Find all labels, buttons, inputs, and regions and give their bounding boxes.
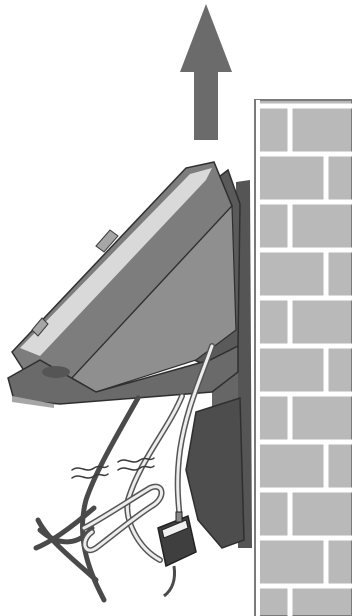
cord-break-mark: [72, 466, 108, 470]
brick-wall: [255, 100, 352, 616]
power-adapter: [158, 512, 196, 596]
cord-break-mark: [72, 474, 108, 478]
up-arrow-icon: [180, 4, 232, 140]
lower-support: [186, 398, 244, 548]
phone-line-coil: [84, 487, 162, 550]
cord-break-mark: [118, 466, 154, 470]
